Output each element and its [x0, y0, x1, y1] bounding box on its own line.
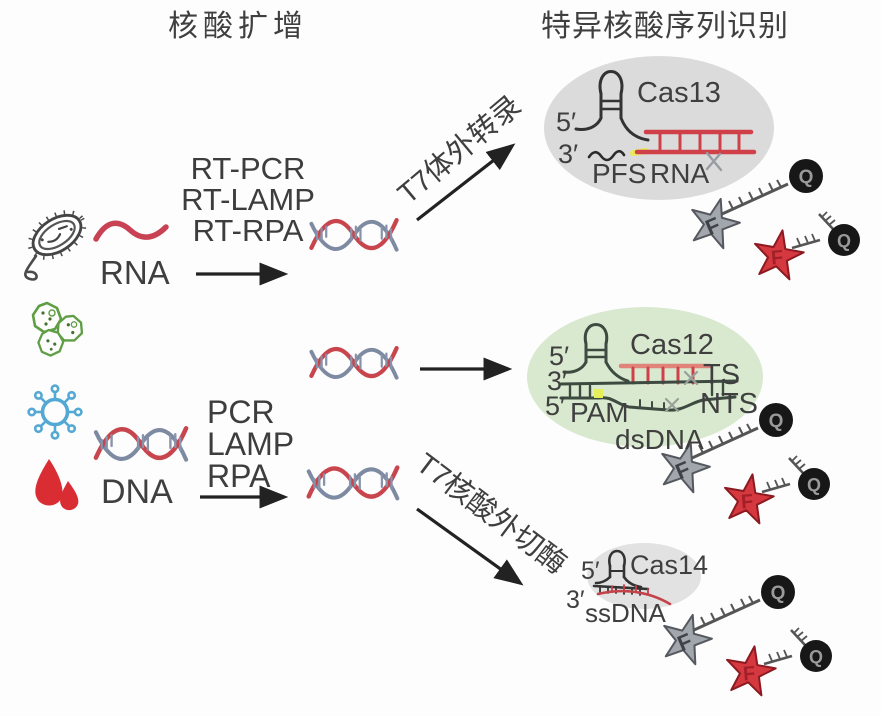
cas13-five-prime: 5′	[556, 107, 577, 137]
cas13-target-label: RNA	[650, 158, 710, 189]
pam-site-marker	[594, 389, 603, 398]
cas14-five-prime: 5′	[581, 557, 600, 585]
cas12-crRNA-structure	[559, 323, 739, 413]
method-rt-rpa: RT-RPA	[192, 213, 304, 248]
rna-source-label: RNA	[100, 254, 170, 291]
cleaved-linker-stub	[818, 211, 836, 230]
title-amplification: 核酸扩增	[168, 10, 308, 43]
reporter-linker	[721, 179, 789, 216]
dna-source-label: DNA	[101, 473, 173, 511]
cas14-three-prime: 3′	[566, 586, 585, 614]
method-rt-lamp: RT-LAMP	[181, 182, 315, 217]
quencher-label: Q	[799, 167, 814, 188]
method-lamp: LAMP	[207, 426, 295, 462]
cas12-five-prime-top: 5′	[549, 341, 570, 371]
method-rpa: RPA	[207, 458, 271, 494]
fluorophore-star-active: F	[754, 229, 805, 281]
cut-site-icon	[705, 151, 723, 172]
cas12-name: Cas12	[630, 329, 714, 361]
cas12-five-prime-bottom: 5′	[545, 391, 566, 421]
rna-methods-list: RT-PCR RT-LAMP RT-RPA	[175, 153, 321, 246]
cas12-target-label: dsDNA	[615, 424, 704, 455]
cas14-name: Cas14	[630, 550, 709, 580]
quencher-label: Q	[837, 231, 851, 251]
dna-helix-icon	[96, 428, 186, 459]
fluorophore-label: F	[770, 247, 784, 270]
fluorophore-star-quenched: F	[691, 197, 741, 250]
dsdna-helix-middle	[311, 348, 396, 378]
cas14-crRNA-structure	[592, 549, 672, 606]
cas13-pfs-label: PFS	[592, 158, 647, 189]
virus-icon	[27, 384, 83, 440]
method-pcr: PCR	[207, 394, 275, 430]
flagellum	[24, 254, 38, 281]
cas12-nts-label: NTS	[700, 388, 758, 420]
quencher-bead: Q	[789, 159, 823, 193]
title-recognition: 特异核酸序列识别	[541, 10, 789, 43]
cells-icon	[31, 301, 84, 357]
cas12-three-prime: 3′	[547, 366, 568, 396]
cas13-name: Cas13	[637, 77, 721, 109]
cas13-crRNA-structure	[574, 70, 757, 172]
method-rt-pcr: RT-PCR	[190, 151, 306, 186]
blood-drops-icon	[35, 459, 79, 511]
t7-exonuclease-arrow	[416, 507, 524, 586]
cas12-ts-label: TS	[703, 359, 741, 391]
cas14-target-label: ssDNA	[585, 598, 666, 628]
reporter-set-cas13: Q F F	[691, 159, 860, 281]
dsdna-helix-bottom	[309, 468, 398, 499]
bacteria-icon	[24, 210, 87, 281]
rna-squiggle-icon	[93, 220, 169, 242]
cut-site-icon	[664, 370, 699, 413]
quencher-bead: Q	[828, 224, 860, 256]
t7-transcription-arrow	[416, 143, 516, 222]
cas13-three-prime: 3′	[558, 139, 579, 169]
cas12-pam-label: PAM	[570, 397, 629, 428]
cleaved-linker-stub	[791, 233, 821, 250]
dna-methods-list: PCR LAMP RPA	[207, 396, 294, 492]
dsdna-helix-top	[311, 220, 396, 250]
